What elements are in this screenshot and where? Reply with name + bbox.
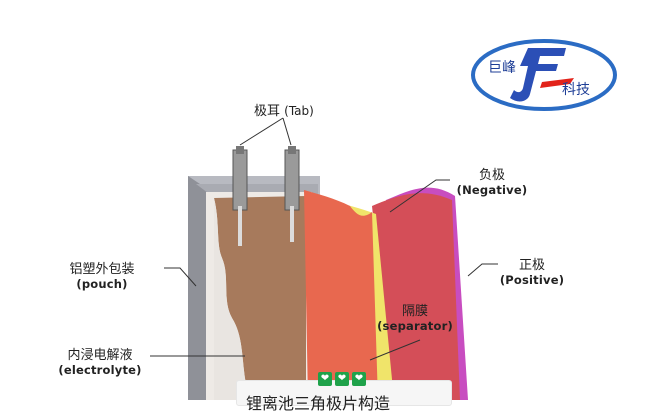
tab-right-cap [288, 146, 296, 154]
logo-right-text: 科技 [562, 82, 590, 98]
label-tab: 极耳 (Tab) [254, 100, 314, 119]
electrolyte-clear-region [214, 198, 250, 400]
logo-ring-icon [471, 39, 617, 111]
pointer-negative [389, 179, 450, 213]
label-negative: 负极 (Negative) [452, 164, 532, 197]
logo-jf-mark-icon [510, 48, 566, 102]
tab-left-stem [238, 206, 242, 246]
heart-icon: ❤ [352, 372, 366, 386]
heart-icon: ❤ [335, 372, 349, 386]
caption-text: 锂离池三角极片构造 [246, 394, 391, 413]
pointer-pouch [164, 267, 197, 287]
tab-right-stem [290, 206, 294, 242]
positive-layer [372, 193, 460, 400]
label-electrolyte-zh: 内浸电解液 [67, 348, 133, 363]
label-pouch-zh: 铝塑外包装 [69, 262, 135, 277]
label-negative-zh: 负极 [478, 168, 505, 183]
negative-layer [304, 190, 378, 400]
company-logo: 巨峰 科技 [471, 39, 617, 111]
label-positive: 正极 (Positive) [494, 254, 570, 287]
label-positive-zh: 正极 [518, 258, 545, 273]
label-separator: 隔膜 (separator) [368, 300, 462, 333]
label-separator-zh: 隔膜 [401, 304, 428, 319]
tab-left [232, 149, 248, 211]
electrolyte-layer [214, 196, 306, 400]
label-electrolyte: 内浸电解液 (electrolyte) [50, 344, 150, 377]
label-electrolyte-en: (electrolyte) [58, 363, 142, 377]
tab-right [284, 149, 300, 211]
label-positive-en: (Positive) [499, 273, 565, 287]
caption-hearts: ❤ ❤ ❤ [318, 372, 366, 386]
pointer-positive [467, 263, 498, 277]
label-tab-zh: 极耳 [254, 104, 281, 119]
label-pouch: 铝塑外包装 (pouch) [48, 258, 156, 291]
logo-accent-icon [540, 78, 574, 88]
battery-structure-diagram: 巨峰 科技 极耳 (Tab) 负极 (Negative) 正极 (Positiv… [48, 39, 617, 413]
pointer-lines [150, 117, 498, 361]
pointer-tab-2 [282, 117, 292, 146]
label-tab-en: (Tab) [284, 104, 314, 118]
tab-left-cap [236, 146, 244, 154]
label-negative-en: (Negative) [456, 183, 528, 197]
heart-icon: ❤ [318, 372, 332, 386]
pointer-separator [369, 339, 421, 361]
label-separator-en: (separator) [377, 319, 453, 333]
label-pouch-en: (pouch) [76, 277, 128, 291]
battery-illustration [150, 117, 498, 400]
pointer-tab [239, 117, 284, 146]
logo-left-text: 巨峰 [488, 60, 516, 76]
